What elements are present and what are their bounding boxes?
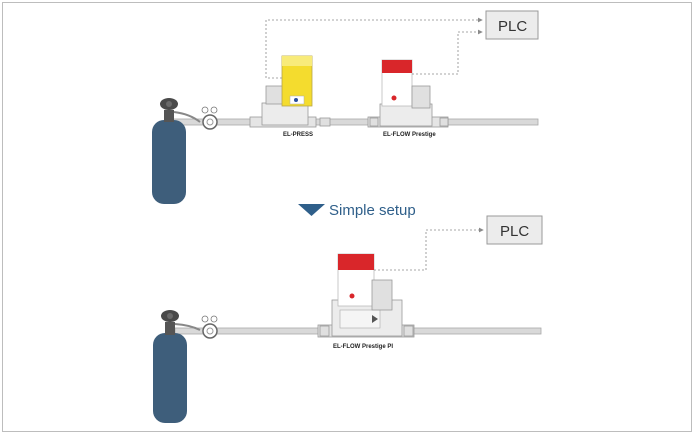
top-signal-lines [265,17,483,79]
top-pipe [169,118,539,126]
el-press-label: EL-PRESS [283,132,313,138]
top-plc-label: PLC [498,18,527,35]
bottom-plc-box [486,215,543,245]
top-plc-box [485,10,539,40]
top-regulator-icon [201,106,218,130]
el-flow-prestige-label: EL-FLOW Prestige [383,132,436,138]
bottom-regulator-icon [201,315,218,339]
el-flow-prestige-pi-label: EL-FLOW Prestige PI [333,344,393,350]
triangle-down-icon [298,204,325,216]
bottom-gas-cylinder-icon [153,310,201,423]
top-gas-cylinder-icon [152,98,201,204]
bottom-plc-label: PLC [500,223,529,240]
bottom-signal-line [374,227,484,271]
simple-setup-label: Simple setup [329,202,416,219]
el-flow-prestige-device [367,59,449,128]
el-press-device [249,55,331,128]
diagram-frame [2,2,692,432]
el-flow-prestige-pi-device [317,253,415,338]
